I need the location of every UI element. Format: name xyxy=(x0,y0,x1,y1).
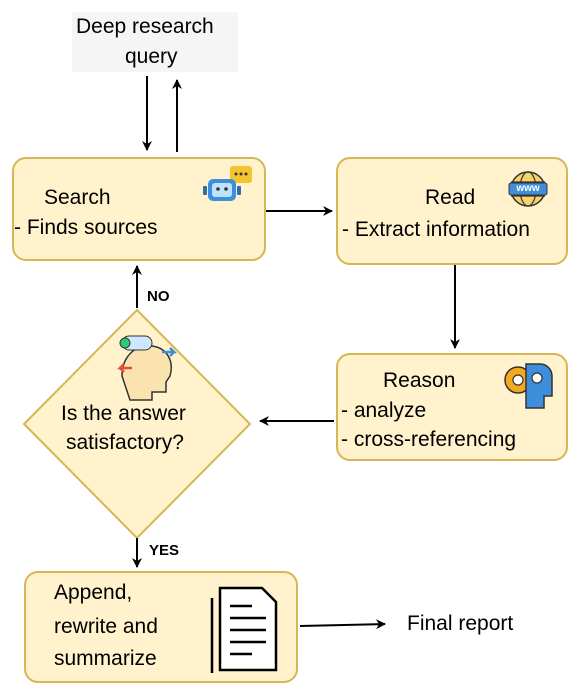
final-report-label: Final report xyxy=(407,612,514,635)
decision-line-2: satisfactory? xyxy=(66,431,184,454)
query-background xyxy=(72,12,238,72)
document-icon xyxy=(210,586,278,673)
search-description: - Finds sources xyxy=(14,216,158,239)
globe-www-icon xyxy=(508,171,548,207)
edge-label-no: NO xyxy=(147,288,170,305)
append-line-2: rewrite and xyxy=(54,615,158,638)
arrow-append-to-final xyxy=(299,619,386,630)
reason-analyze: - analyze xyxy=(341,399,427,422)
read-title: Read xyxy=(425,186,476,209)
reason-title: Reason xyxy=(383,369,456,392)
reason-cross-referencing: - cross-referencing xyxy=(341,428,517,451)
decision-line-1: Is the answer xyxy=(61,402,186,425)
query-line-1: Deep research xyxy=(76,15,214,38)
gear-head-icon xyxy=(504,363,553,409)
search-title: Search xyxy=(44,186,111,209)
search-box xyxy=(12,157,266,261)
append-line-3: summarize xyxy=(54,647,157,670)
query-line-2: query xyxy=(125,45,178,68)
read-description: - Extract information xyxy=(342,218,530,241)
thinking-head-icon xyxy=(116,335,178,401)
robot-chat-icon xyxy=(203,166,252,201)
edge-label-yes: YES xyxy=(149,542,180,559)
globe-www-text: www xyxy=(516,183,540,194)
append-line-1: Append, xyxy=(54,581,133,604)
